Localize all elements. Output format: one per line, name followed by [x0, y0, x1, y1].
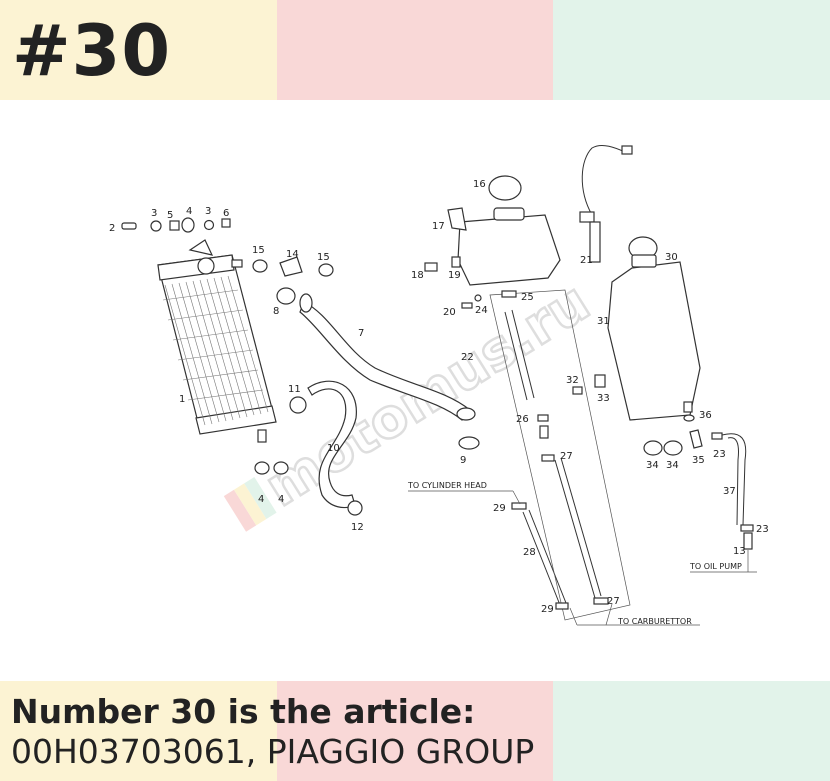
- part-label: 28: [523, 547, 536, 558]
- part-label: 23: [756, 524, 769, 535]
- part-label: 32: [566, 375, 579, 386]
- part-label: 34: [666, 460, 679, 471]
- part-label: 2: [109, 223, 115, 234]
- part-label: 3: [151, 208, 157, 219]
- part-label: 4: [186, 206, 192, 217]
- hose-part-7: [299, 293, 476, 421]
- article-caption-number: 00H03703061, PIAGGIO GROUP: [11, 732, 535, 771]
- part-label: 29: [493, 503, 506, 514]
- note-to-carburettor: TO CARBURETTOR: [617, 617, 692, 626]
- part-label: 8: [273, 306, 279, 317]
- article-caption-title: Number 30 is the article:: [11, 692, 476, 731]
- radiator-part-1: [157, 239, 277, 443]
- expansion-tank-part-17: [424, 175, 561, 286]
- part-label: 4: [278, 494, 284, 505]
- part-label: 11: [288, 384, 301, 395]
- part-label: 17: [432, 221, 445, 232]
- part-label: 29: [541, 604, 554, 615]
- tubes-parts-22-28: [461, 289, 631, 621]
- part-label: 14: [286, 249, 299, 260]
- part-label: 15: [317, 252, 330, 263]
- bottom-color-band: [0, 681, 830, 781]
- part-label: 33: [597, 393, 610, 404]
- part-label: 10: [327, 443, 340, 454]
- part-label: 19: [448, 270, 461, 281]
- part-label: 21: [580, 255, 593, 266]
- clamps-parts-8-14-15: [252, 256, 334, 305]
- part-label: 15: [252, 245, 265, 256]
- part-label: 7: [358, 328, 364, 339]
- part-label: 27: [607, 596, 620, 607]
- note-to-oil-pump: TO OIL PUMP: [689, 562, 742, 571]
- part-label: 34: [646, 460, 659, 471]
- part-label: 13: [733, 546, 746, 557]
- part-label: 24: [475, 305, 488, 316]
- part-label: 3: [205, 206, 211, 217]
- level-sensor-part-21: [579, 145, 633, 263]
- part-label: 12: [351, 522, 364, 533]
- part-labels: 1 2 3 4 3 5 6 7 8 9 10 11 12 13 14 15 15…: [109, 179, 769, 615]
- part-label: 31: [597, 316, 610, 327]
- part-label: 16: [473, 179, 486, 190]
- page-title: #30: [12, 10, 172, 92]
- part-label: 36: [699, 410, 712, 421]
- part-label: 30: [665, 252, 678, 263]
- part-label: 22: [461, 352, 474, 363]
- oil-tank-part-31: [607, 236, 701, 421]
- part-label: 18: [411, 270, 424, 281]
- part-label: 9: [460, 455, 466, 466]
- part-label: 27: [560, 451, 573, 462]
- part-label: 25: [521, 292, 534, 303]
- part-label: 6: [223, 208, 229, 219]
- part-label: 4: [258, 494, 264, 505]
- part-label: 1: [179, 394, 185, 405]
- part-label: 23: [713, 449, 726, 460]
- part-label: 5: [167, 210, 173, 221]
- part-label: 35: [692, 455, 705, 466]
- part-label: 20: [443, 307, 456, 318]
- hose-part-10: [289, 380, 480, 516]
- fittings-parts-32-37: [572, 374, 754, 550]
- fittings-parts-2-6: [121, 217, 231, 233]
- exploded-parts-diagram: motomus.ru: [109, 145, 769, 626]
- part-label: 37: [723, 486, 736, 497]
- note-leaders: [408, 490, 757, 626]
- part-label: 26: [516, 414, 529, 425]
- rings-parts-4: [254, 461, 289, 475]
- top-color-band: [0, 0, 830, 100]
- note-to-cylinder-head: TO CYLINDER HEAD: [407, 481, 487, 490]
